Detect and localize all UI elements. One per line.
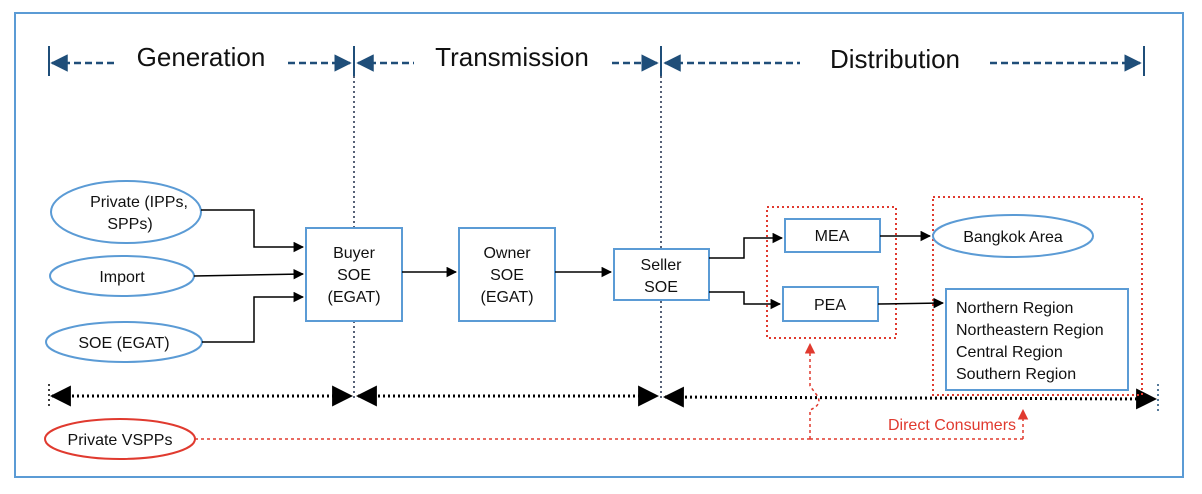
region-northeastern: Northeastern Region [956,322,1104,339]
svg-text:SOE: SOE [337,267,371,284]
source-import: Import [49,255,195,297]
source-private-vspps: Private VSPPs [44,418,196,460]
region-southern: Southern Region [956,366,1076,383]
svg-text:Bangkok Area: Bangkok Area [963,229,1063,246]
diagram-frame [14,12,1184,478]
region-northern: Northern Region [956,300,1073,317]
svg-text:(EGAT): (EGAT) [480,289,533,306]
svg-text:SOE (EGAT): SOE (EGAT) [78,335,169,352]
svg-text:PEA: PEA [814,297,846,314]
section-distribution: Distribution [830,44,960,74]
source-soe-egat: SOE (EGAT) [45,321,203,363]
region-central: Central Region [956,344,1063,361]
svg-text:SOE: SOE [644,279,678,296]
section-generation: Generation [137,42,266,72]
bangkok-area-ellipse: Bangkok Area [932,214,1094,258]
direct-consumer-connectors [195,342,1029,440]
bottom-section-arrows [48,384,1159,412]
svg-text:Buyer: Buyer [333,245,375,262]
source-private-ipps-spps: Private (IPPs, SPPs) [50,180,202,244]
mea-box: MEA [784,218,881,253]
section-header-arrows [48,46,1145,76]
buyer-soe-box: Buyer SOE (EGAT) [305,227,403,322]
svg-text:Seller: Seller [641,257,683,274]
regions-box: Northern Region Northeastern Region Cent… [945,288,1129,391]
areas-group-box [932,196,1143,396]
direct-consumers-label: Direct Consumers [888,417,1016,434]
section-transmission: Transmission [435,42,589,72]
owner-soe-box: Owner SOE (EGAT) [458,227,556,322]
seller-soe-box: Seller SOE [613,248,710,301]
svg-text:Private VSPPs: Private VSPPs [68,432,173,449]
svg-text:Private (IPPs,: Private (IPPs, [90,194,188,211]
svg-text:(EGAT): (EGAT) [327,289,380,306]
svg-text:Import: Import [99,269,145,286]
svg-text:SOE: SOE [490,267,524,284]
svg-text:MEA: MEA [815,228,850,245]
flow-connectors [193,209,945,343]
svg-text:SPPs): SPPs) [107,216,152,233]
svg-text:Owner: Owner [483,245,531,262]
pea-box: PEA [782,286,879,322]
